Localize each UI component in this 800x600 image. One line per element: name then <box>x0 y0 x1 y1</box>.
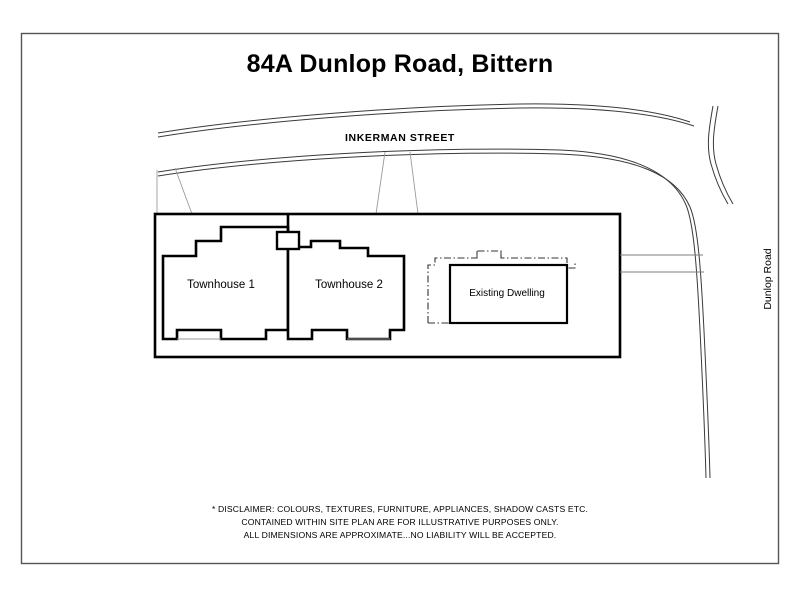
disclaimer-block: * DISCLAIMER: COLOURS, TEXTURES, FURNITU… <box>0 503 800 543</box>
townhouse-2-footprint <box>286 227 406 341</box>
dunlop-road-east-kerb <box>707 105 734 205</box>
existing-dwelling-label: Existing Dwelling <box>469 288 545 299</box>
existing-dwelling-envelope <box>427 250 576 323</box>
disclaimer-line-3: ALL DIMENSIONS ARE APPROXIMATE...NO LIAB… <box>243 530 557 541</box>
driveway-crossover-lines <box>156 151 419 215</box>
inkerman-street-south-kerb <box>157 148 711 479</box>
inkerman-street-north-kerb <box>157 103 695 138</box>
disclaimer-line-1: * DISCLAIMER: COLOURS, TEXTURES, FURNITU… <box>211 504 589 514</box>
site-driveway-to-dunlop-road <box>620 254 704 273</box>
existing-dwelling-envelope-ticks <box>476 251 502 258</box>
disclaimer-line-2: CONTAINED WITHIN SITE PLAN ARE FOR ILLUS… <box>241 517 559 528</box>
page-title: 84A Dunlop Road, Bittern <box>246 50 554 78</box>
inkerman-street-label: INKERMAN STREET <box>345 132 455 144</box>
existing-dwelling-footprint <box>448 263 569 325</box>
townhouse-2-label: Townhouse 2 <box>315 279 383 291</box>
townhouse-1-footprint <box>161 225 290 341</box>
townhouse-1-label: Townhouse 1 <box>187 279 255 291</box>
party-wall-notch <box>275 230 301 251</box>
dunlop-road-label: Dunlop Road <box>762 248 774 310</box>
